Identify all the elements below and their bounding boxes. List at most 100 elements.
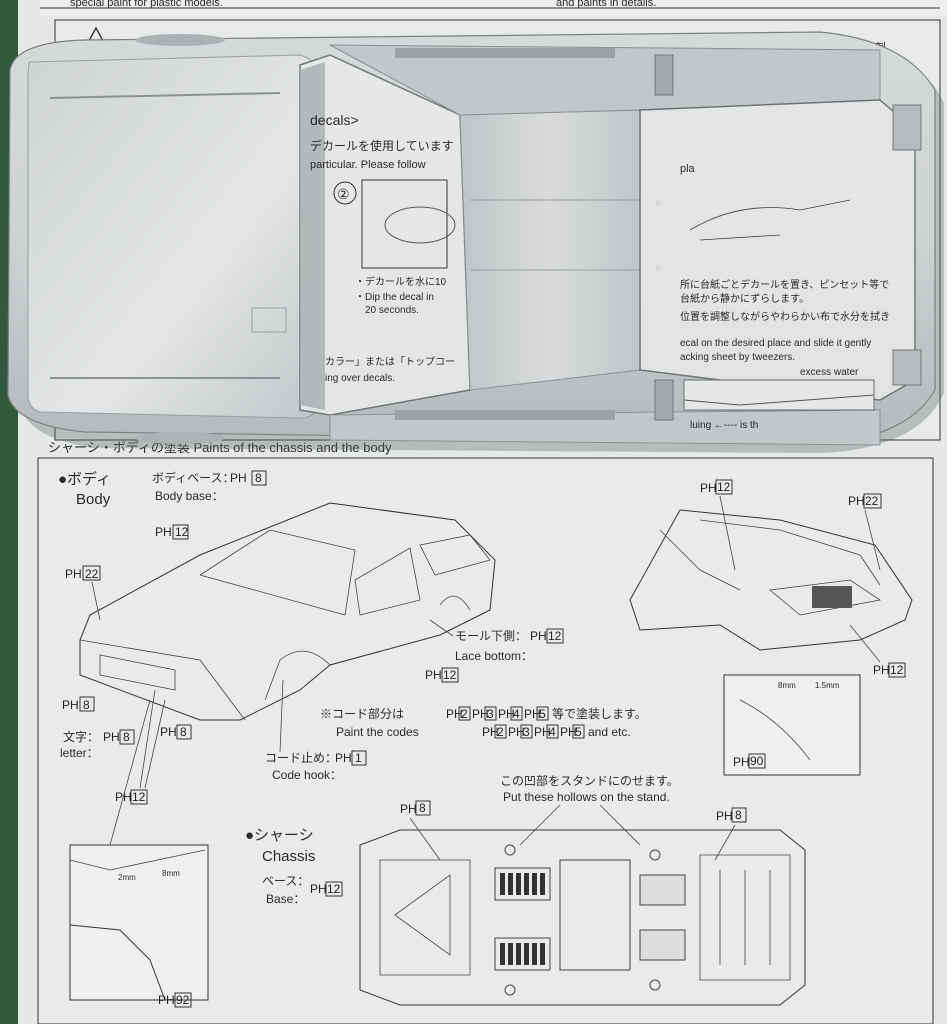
section-header: シャーシ・ボディの塗装 Paints of the chassis and th… [48,440,392,455]
body-base-code: 8 [255,471,262,485]
codes-en-box-4 [546,724,559,739]
inset-2mm: 2mm [118,873,136,882]
svg-text:PH: PH [310,882,327,896]
svg-text:PH: PH [335,751,352,765]
jp-decal-line: デカールを使用しています [310,138,454,153]
svg-text:PH: PH [425,668,442,682]
car-body-part [7,31,944,453]
right-header: pla [680,163,696,175]
letter-jp: 文字： [63,729,99,744]
right-jp-3: 位置を調整しながらやわらかい布で水分を拭き [680,310,890,323]
inset-p92: 92 [176,993,190,1007]
chassis-vent-slot [516,873,521,895]
chassis-vent-slot [532,943,537,965]
top-strip-left-text: special paint for plastic models. [70,0,223,9]
codes-en-box-3 [520,724,533,739]
codes-en-box-2 [494,724,507,739]
codes-en-code-2: 2 [497,725,504,739]
chassis-base-code: 12 [327,882,341,896]
stand-jp: この凹部をスタンドにのせます。 [500,773,679,788]
en-particular: particular. Please follow [310,159,426,171]
label-p12-a: 12 [175,525,189,539]
right-jp-1: 所に台紙ごとデカールを置き、ピンセット等で [680,278,889,291]
chassis-p8-left: 8 [419,801,426,815]
svg-text:PH: PH [158,993,175,1007]
body-base-en: Body base： [155,489,224,503]
lace-en: Lace bottom： [455,649,533,663]
codes-jp-box-4 [510,706,523,721]
svg-text:PH: PH [400,802,417,816]
hook-en: Code hook： [272,768,342,782]
en-over: ing over decals. [325,373,395,384]
chassis-base-jp: ベース： [262,874,309,888]
jp-color: カラー」または「トップコー [325,356,455,368]
svg-text:PH: PH [848,494,865,508]
svg-text:PH: PH [155,525,172,539]
codes-jp-code-5: 5 [539,707,546,721]
body-title-jp: ●ボディ [58,470,111,488]
chassis-vent-slot [524,943,529,965]
body-base-jp: ボディベース： [152,470,235,485]
svg-text:PH: PH [716,809,733,823]
sheet-text-through-windows: decals> デカールを使用しています particular. Please … [310,112,890,431]
svg-text:PH: PH [873,663,890,677]
codes-en-code-3: 3 [523,725,530,739]
codes-en-end: and etc. [588,725,631,739]
svg-text:PH: PH [65,567,82,581]
codes-en-box-5 [572,724,585,739]
front-inset: 2mm 8mm PH 92 [69,699,209,1008]
label-p8-a: 8 [83,698,90,712]
letter-en: letter： [60,746,99,760]
codes-jp-box-3 [484,706,497,721]
codes-en-code-5: 5 [575,725,582,739]
chassis-vent-slot [508,873,513,895]
label-p12-c: 12 [443,668,457,682]
chassis-vent-slot [540,943,545,965]
top-strip-right-text: and paints in details. [556,0,656,9]
lace-jp: モール下側： [455,629,527,643]
rear-p22: 22 [865,494,879,508]
codes-jp-code-4: 4 [513,707,520,721]
rear-diagram: PH 12 PH 22 PH 12 8mm 1.5mm PH 90 [629,479,913,776]
chassis-vent-slot [508,943,513,965]
label-p12-b: 12 [132,790,146,804]
rear-p12-b: 12 [890,663,904,677]
decals-heading: decals> [310,112,359,128]
svg-text:PH: PH [700,481,717,495]
svg-text:PH: PH [733,755,750,769]
right-en-1: ecal on the desired place and slide it g… [680,338,871,349]
codes-jp-end: 等で塗装します。 [552,706,647,721]
codes-jp-box-2 [458,706,471,721]
hook-jp: コード止め： [265,751,337,765]
right-en-3: excess water [800,367,859,378]
label-p8-b: 8 [180,725,187,739]
en-dip-2: 20 seconds. [365,305,419,316]
en-dip-1: ・Dip the decal in [355,292,434,303]
detail-15mm: 1.5mm [815,681,840,690]
inset-8mm: 8mm [162,869,180,878]
codes-en-code-4: 4 [549,725,556,739]
detail-p90: 90 [750,754,764,768]
chassis-vent-slot [500,873,505,895]
svg-text:PH: PH [160,725,177,739]
codes-jp-box-5 [536,706,549,721]
rear-p12: 12 [717,480,731,494]
step-number: ② [337,186,350,202]
codes-jp-code-3: 3 [487,707,494,721]
letter-code: 8 [123,730,130,744]
codes-en: Paint the codes [336,725,419,739]
gluing-text: luing ←---- is th [690,420,758,431]
label-p22-a: 22 [85,567,99,581]
chassis-vent-slot [524,873,529,895]
chassis-base-en: Base： [266,892,305,906]
svg-text:PH: PH [530,629,547,643]
detail-8mm: 8mm [778,681,796,690]
codes-jp-code-2: 2 [461,707,468,721]
right-en-2: acking sheet by tweezers. [680,352,795,363]
chassis-title-jp: ●シャーシ [245,827,314,844]
hook-code: 1 [355,751,362,765]
svg-text:PH: PH [62,698,79,712]
svg-text:PH: PH [103,730,120,744]
chassis-vent-slot [532,873,537,895]
